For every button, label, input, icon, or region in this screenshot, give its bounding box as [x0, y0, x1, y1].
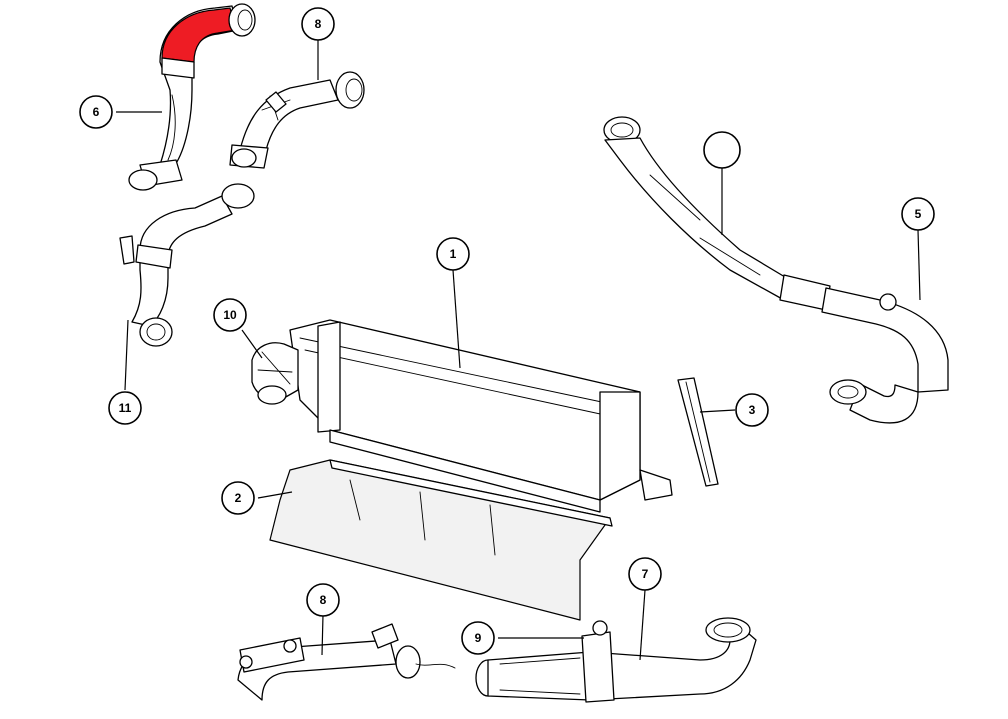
deflector-part-2 [269, 459, 613, 621]
callout-2-label: 2 [235, 491, 242, 505]
leader-lines [116, 40, 921, 661]
callout-2: 2 [221, 481, 255, 515]
callout-11: 11 [108, 391, 142, 425]
tube-part-7-9 [475, 617, 757, 703]
callout-1: 1 [436, 237, 470, 271]
callout-8-bottom-label: 8 [320, 593, 327, 607]
tube-part-8-top [229, 71, 365, 169]
elbow-part-10 [251, 342, 299, 405]
callout-10: 10 [213, 298, 247, 332]
hose-part-6 [128, 3, 256, 191]
callout-7-label: 7 [642, 567, 649, 581]
callout-9-label: 9 [475, 631, 482, 645]
callout-8-top: 8 [301, 7, 335, 41]
callout-10-label: 10 [223, 308, 237, 322]
hose-part-4-5 [603, 116, 949, 424]
callout-8-top-label: 8 [315, 17, 322, 31]
highlighted-hose-section [161, 7, 237, 63]
callout-7: 7 [628, 557, 662, 591]
bracket-part-3 [677, 377, 719, 487]
callout-9: 9 [461, 621, 495, 655]
callout-6: 6 [79, 95, 113, 129]
intercooler-part-1 [289, 319, 673, 513]
callout-5-label: 5 [915, 207, 922, 221]
tube-part-8-bottom [237, 623, 456, 701]
callout-4 [703, 131, 741, 169]
callout-5: 5 [901, 197, 935, 231]
callout-3: 3 [735, 393, 769, 427]
hose-part-11 [119, 183, 255, 347]
callout-11-label: 11 [119, 401, 132, 415]
callout-8-bottom: 8 [306, 583, 340, 617]
callout-6-label: 6 [93, 105, 100, 119]
callout-1-label: 1 [450, 247, 457, 261]
callout-3-label: 3 [749, 403, 756, 417]
